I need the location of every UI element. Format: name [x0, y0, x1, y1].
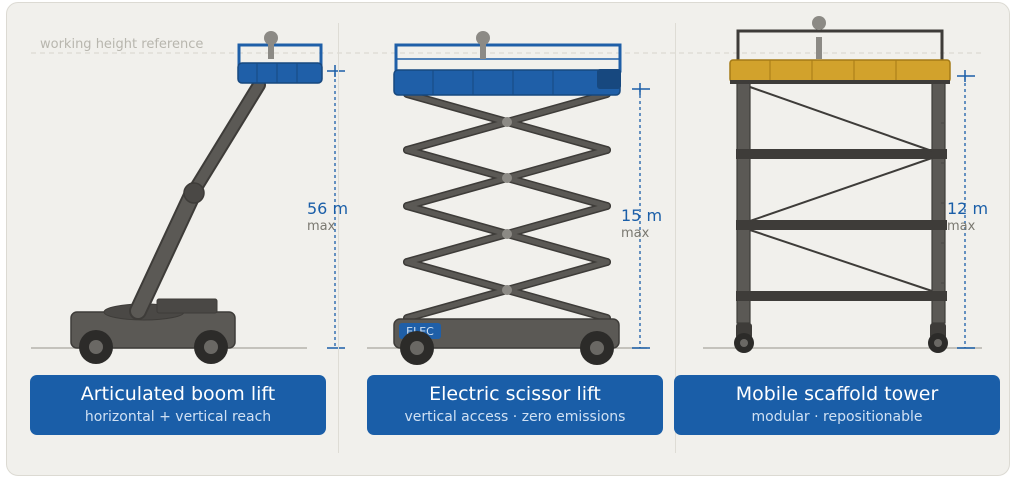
scaffold-ledger — [736, 220, 947, 230]
platform-guardrail — [394, 43, 622, 73]
wheel-hub — [590, 341, 604, 355]
scaffold-guardrail — [736, 29, 944, 63]
working-height-reference-label: working height reference — [40, 37, 204, 52]
scissor-lift-height: 15 m — [621, 206, 663, 225]
scissor-lift-illustration: ELEC — [367, 31, 650, 365]
column-divider — [338, 23, 339, 453]
worker-head — [264, 31, 278, 45]
scaffold-tower-height: 12 m — [947, 199, 989, 218]
boom-knuckle — [183, 182, 205, 204]
boom-lift-title: Articulated boom lift — [80, 383, 276, 405]
scaffold-tower-subtitle: modular · repositionable — [751, 409, 923, 425]
lower-boom — [131, 184, 201, 318]
scaffold-tower-height-note: max — [947, 219, 976, 234]
equipment-illustration: ELEC — [31, 16, 982, 365]
boom-lift-card: Articulated boom lift horizontal + verti… — [30, 375, 326, 435]
scaffold-braces — [749, 86, 933, 292]
scissor-chassis — [393, 318, 620, 349]
worker-head — [812, 16, 826, 30]
scaffold-ledger — [736, 149, 947, 159]
scissor-lift-subtitle: vertical access · zero emissions — [404, 409, 626, 425]
scissor-lift-height-note: max — [621, 226, 650, 241]
scaffold-upright-left — [736, 82, 751, 324]
scissor-pivots — [502, 117, 512, 295]
counterweight — [156, 298, 218, 314]
scissor-arms — [404, 91, 610, 321]
scissor-lift-card: Electric scissor lift vertical access · … — [367, 375, 663, 435]
scaffold-tower-title: Mobile scaffold tower — [735, 383, 939, 405]
wheel-hub — [204, 340, 218, 354]
scaffold-tower-card: Mobile scaffold tower modular · repositi… — [674, 375, 1000, 435]
wheel-hub — [89, 340, 103, 354]
platform-extension — [597, 69, 621, 89]
upper-boom — [189, 80, 264, 196]
scaffold-platform — [729, 59, 951, 83]
scaffold-tower-illustration — [703, 16, 982, 353]
basket-guardrail — [237, 43, 323, 67]
diagram-frame: ELEC — [6, 2, 1010, 476]
boom-lift-height: 56 m — [307, 199, 349, 218]
boom-lift-height-note: max — [307, 219, 336, 234]
column-divider — [675, 23, 676, 453]
boom-lift-subtitle: horizontal + vertical reach — [84, 409, 272, 425]
scaffold-ledger — [736, 291, 947, 301]
scissor-platform — [393, 69, 621, 96]
basket — [237, 62, 323, 84]
wheel-hub — [410, 341, 424, 355]
boom-lift-illustration — [31, 31, 345, 364]
scissor-lift-title: Electric scissor lift — [429, 383, 601, 405]
worker-head — [476, 31, 490, 45]
